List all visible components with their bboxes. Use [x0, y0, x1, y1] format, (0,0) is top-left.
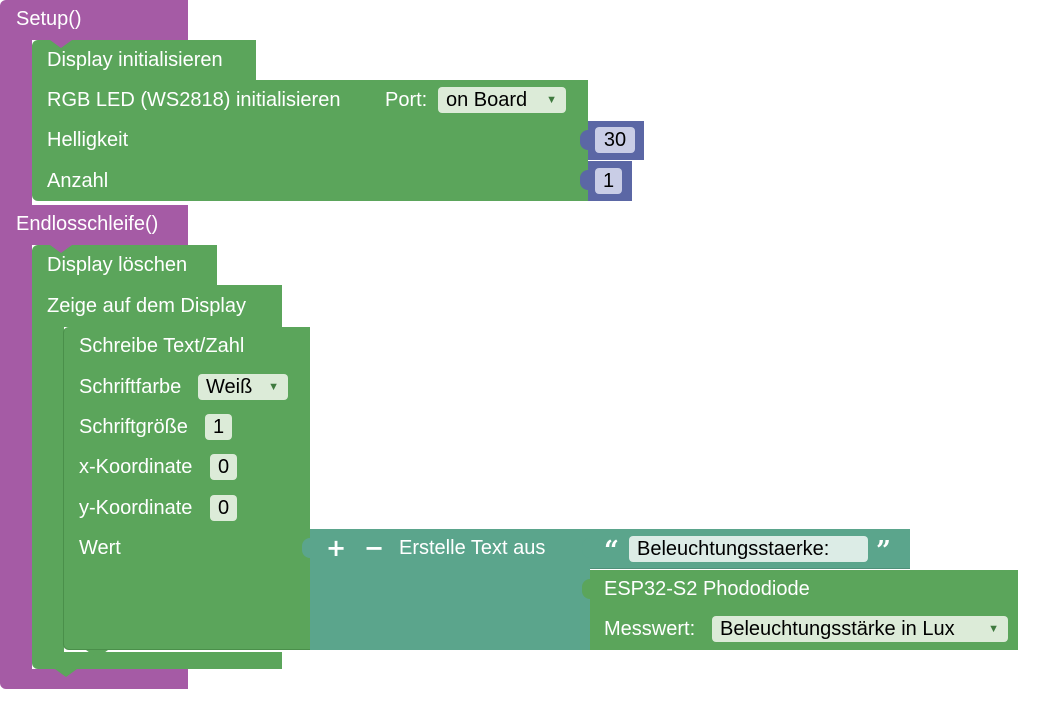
loop-function-block[interactable]	[0, 205, 188, 245]
y-coordinate-label: y-Koordinate	[79, 497, 193, 519]
x-coordinate-label: x-Koordinate	[79, 456, 193, 478]
rgb-led-label: RGB LED (WS2818) initialisieren	[47, 89, 341, 111]
setup-function-block[interactable]	[0, 0, 188, 40]
value-connector	[580, 170, 588, 190]
font-size-label: Schriftgröße	[79, 416, 188, 438]
y-coordinate-input[interactable]: 0	[210, 495, 237, 521]
value-connector	[302, 538, 310, 558]
show-on-display-spine	[32, 327, 64, 652]
minus-icon[interactable]: −	[364, 534, 385, 562]
font-size-input[interactable]: 1	[205, 414, 232, 440]
chevron-down-icon: ▼	[546, 94, 557, 106]
brightness-input[interactable]: 30	[595, 127, 635, 153]
text-literal-input[interactable]: Beleuchtungsstaerke:	[629, 536, 868, 562]
brightness-label: Helligkeit	[47, 129, 129, 151]
count-input[interactable]: 1	[595, 168, 622, 194]
value-connector	[582, 538, 590, 558]
font-color-value: Weiß	[206, 376, 253, 398]
show-on-display-bottom	[32, 652, 282, 669]
value-connector	[582, 579, 590, 599]
setup-function-spine	[0, 40, 32, 208]
text-join-label: Erstelle Text aus	[399, 537, 546, 559]
connector-notch	[50, 40, 72, 48]
loop-header: Endlosschleife()	[16, 213, 159, 235]
display-clear-label: Display löschen	[47, 254, 188, 276]
value-connector	[580, 130, 588, 150]
sensor-title: ESP32-S2 Phododiode	[604, 578, 810, 600]
show-on-display-label: Zeige auf dem Display	[47, 295, 246, 317]
loop-function-bottom	[0, 669, 188, 689]
port-dropdown-value: on Board	[446, 89, 528, 111]
chevron-down-icon: ▼	[268, 381, 279, 393]
measure-value: Beleuchtungsstärke in Lux	[720, 618, 955, 640]
plus-icon[interactable]: +	[326, 534, 347, 562]
x-coordinate-input[interactable]: 0	[210, 454, 237, 480]
text-join-block[interactable]	[310, 529, 590, 650]
loop-function-spine	[0, 245, 32, 669]
connector-notch	[50, 245, 72, 253]
show-on-display-block[interactable]	[32, 285, 282, 327]
port-label: Port:	[385, 89, 428, 111]
port-dropdown[interactable]: on Board ▼	[438, 87, 566, 113]
write-text-title: Schreibe Text/Zahl	[79, 335, 245, 357]
measure-dropdown[interactable]: Beleuchtungsstärke in Lux ▼	[712, 616, 1008, 642]
value-label: Wert	[79, 537, 121, 559]
display-init-label: Display initialisieren	[47, 49, 223, 71]
font-color-label: Schriftfarbe	[79, 376, 182, 398]
count-label: Anzahl	[47, 170, 109, 192]
font-color-dropdown[interactable]: Weiß ▼	[198, 374, 288, 400]
chevron-down-icon: ▼	[988, 623, 999, 635]
open-quote-icon: “	[604, 536, 619, 566]
connector-notch	[86, 650, 108, 658]
connector-notch	[55, 669, 77, 677]
measure-label: Messwert:	[604, 618, 696, 640]
setup-header: Setup()	[16, 8, 82, 30]
close-quote-icon: ”	[876, 536, 891, 566]
